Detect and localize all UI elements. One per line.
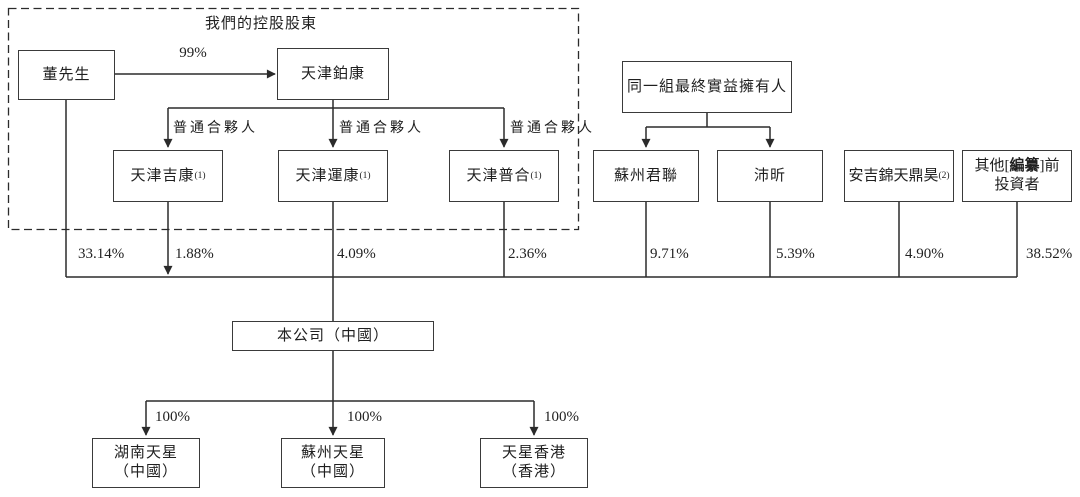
node-label-line2: （中國） bbox=[300, 464, 365, 480]
node-tianjin-bokang: 天津鉑康 bbox=[277, 48, 389, 100]
node-label-line2: 投資者 bbox=[994, 177, 1040, 193]
label-general-partner-3: 普通合夥人 bbox=[510, 121, 595, 136]
node-label: 天津普合 bbox=[466, 167, 531, 184]
node-suzhou-tianxing: 蘇州天星 （中國） bbox=[281, 438, 385, 488]
controlling-shareholders-title: 我們的控股股東 bbox=[204, 16, 317, 32]
node-tianxing-hongkong: 天星香港 （香港） bbox=[480, 438, 588, 488]
node-tianjin-jikang: 天津吉康(1) bbox=[113, 150, 223, 202]
node-label-line1: 蘇州天星 bbox=[300, 445, 365, 462]
label-pct-dong-to-bokang: 99% bbox=[179, 45, 207, 61]
label-pct-peixin: 5.39% bbox=[776, 246, 815, 262]
label-pct-tianxing-hongkong: 100% bbox=[544, 409, 579, 425]
node-label: 本公司（中國） bbox=[276, 327, 389, 344]
node-label: 天津運康 bbox=[295, 167, 360, 184]
label-pct-tianjin-yunkang: 4.09% bbox=[337, 246, 376, 262]
node-anji-jintian-dinghao: 安吉錦天鼎昊(2) bbox=[844, 150, 954, 202]
node-other-pre-ipo-investors: 其他[編纂]前 投資者 bbox=[962, 150, 1072, 202]
node-ubo-group: 同一組最終實益擁有人 bbox=[622, 61, 792, 113]
node-tianjin-puhe: 天津普合(1) bbox=[449, 150, 559, 202]
controlling-shareholders-frame bbox=[7, 7, 580, 231]
node-label-part: 其他[ bbox=[974, 158, 1010, 175]
label-general-partner-2: 普通合夥人 bbox=[339, 121, 424, 136]
node-tianjin-yunkang: 天津運康(1) bbox=[278, 150, 388, 202]
node-label-line1: 天星香港 bbox=[501, 445, 566, 462]
label-general-partner-1: 普通合夥人 bbox=[173, 121, 258, 136]
node-company: 本公司（中國） bbox=[232, 321, 434, 351]
node-label-line2: （中國） bbox=[113, 464, 178, 480]
label-pct-suzhou-junlian: 9.71% bbox=[650, 246, 689, 262]
label-pct-anji: 4.90% bbox=[905, 246, 944, 262]
label-pct-hunan-tianxing: 100% bbox=[155, 409, 190, 425]
node-label-line1: 其他[編纂]前 bbox=[974, 157, 1059, 176]
label-pct-tianjin-puhe: 2.36% bbox=[508, 246, 547, 262]
node-label: 同一組最終實益擁有人 bbox=[626, 78, 787, 95]
node-suzhou-junlian: 蘇州君聯 bbox=[593, 150, 699, 202]
node-mr-dong: 董先生 bbox=[18, 50, 115, 100]
node-peixin: 沛昕 bbox=[717, 150, 823, 202]
redaction-placeholder: 編纂 bbox=[1009, 158, 1040, 175]
node-hunan-tianxing: 湖南天星 （中國） bbox=[92, 438, 200, 488]
node-label: 安吉錦天鼎昊 bbox=[848, 167, 939, 184]
connector-plain-lines bbox=[65, 100, 1018, 402]
node-label: 蘇州君聯 bbox=[613, 167, 678, 184]
node-label-part: ]前 bbox=[1039, 158, 1060, 175]
node-label-line1: 湖南天星 bbox=[113, 445, 178, 462]
label-pct-tianjin-jikang: 1.88% bbox=[175, 246, 214, 262]
label-pct-suzhou-tianxing: 100% bbox=[347, 409, 382, 425]
node-label: 沛昕 bbox=[753, 167, 786, 184]
node-label: 天津吉康 bbox=[130, 167, 195, 184]
label-pct-other-investors: 38.52% bbox=[1026, 246, 1073, 262]
label-pct-mr-dong: 33.14% bbox=[78, 246, 125, 262]
node-label: 董先生 bbox=[42, 66, 91, 83]
node-label-line2: （香港） bbox=[501, 464, 566, 480]
node-label: 天津鉑康 bbox=[300, 65, 365, 82]
